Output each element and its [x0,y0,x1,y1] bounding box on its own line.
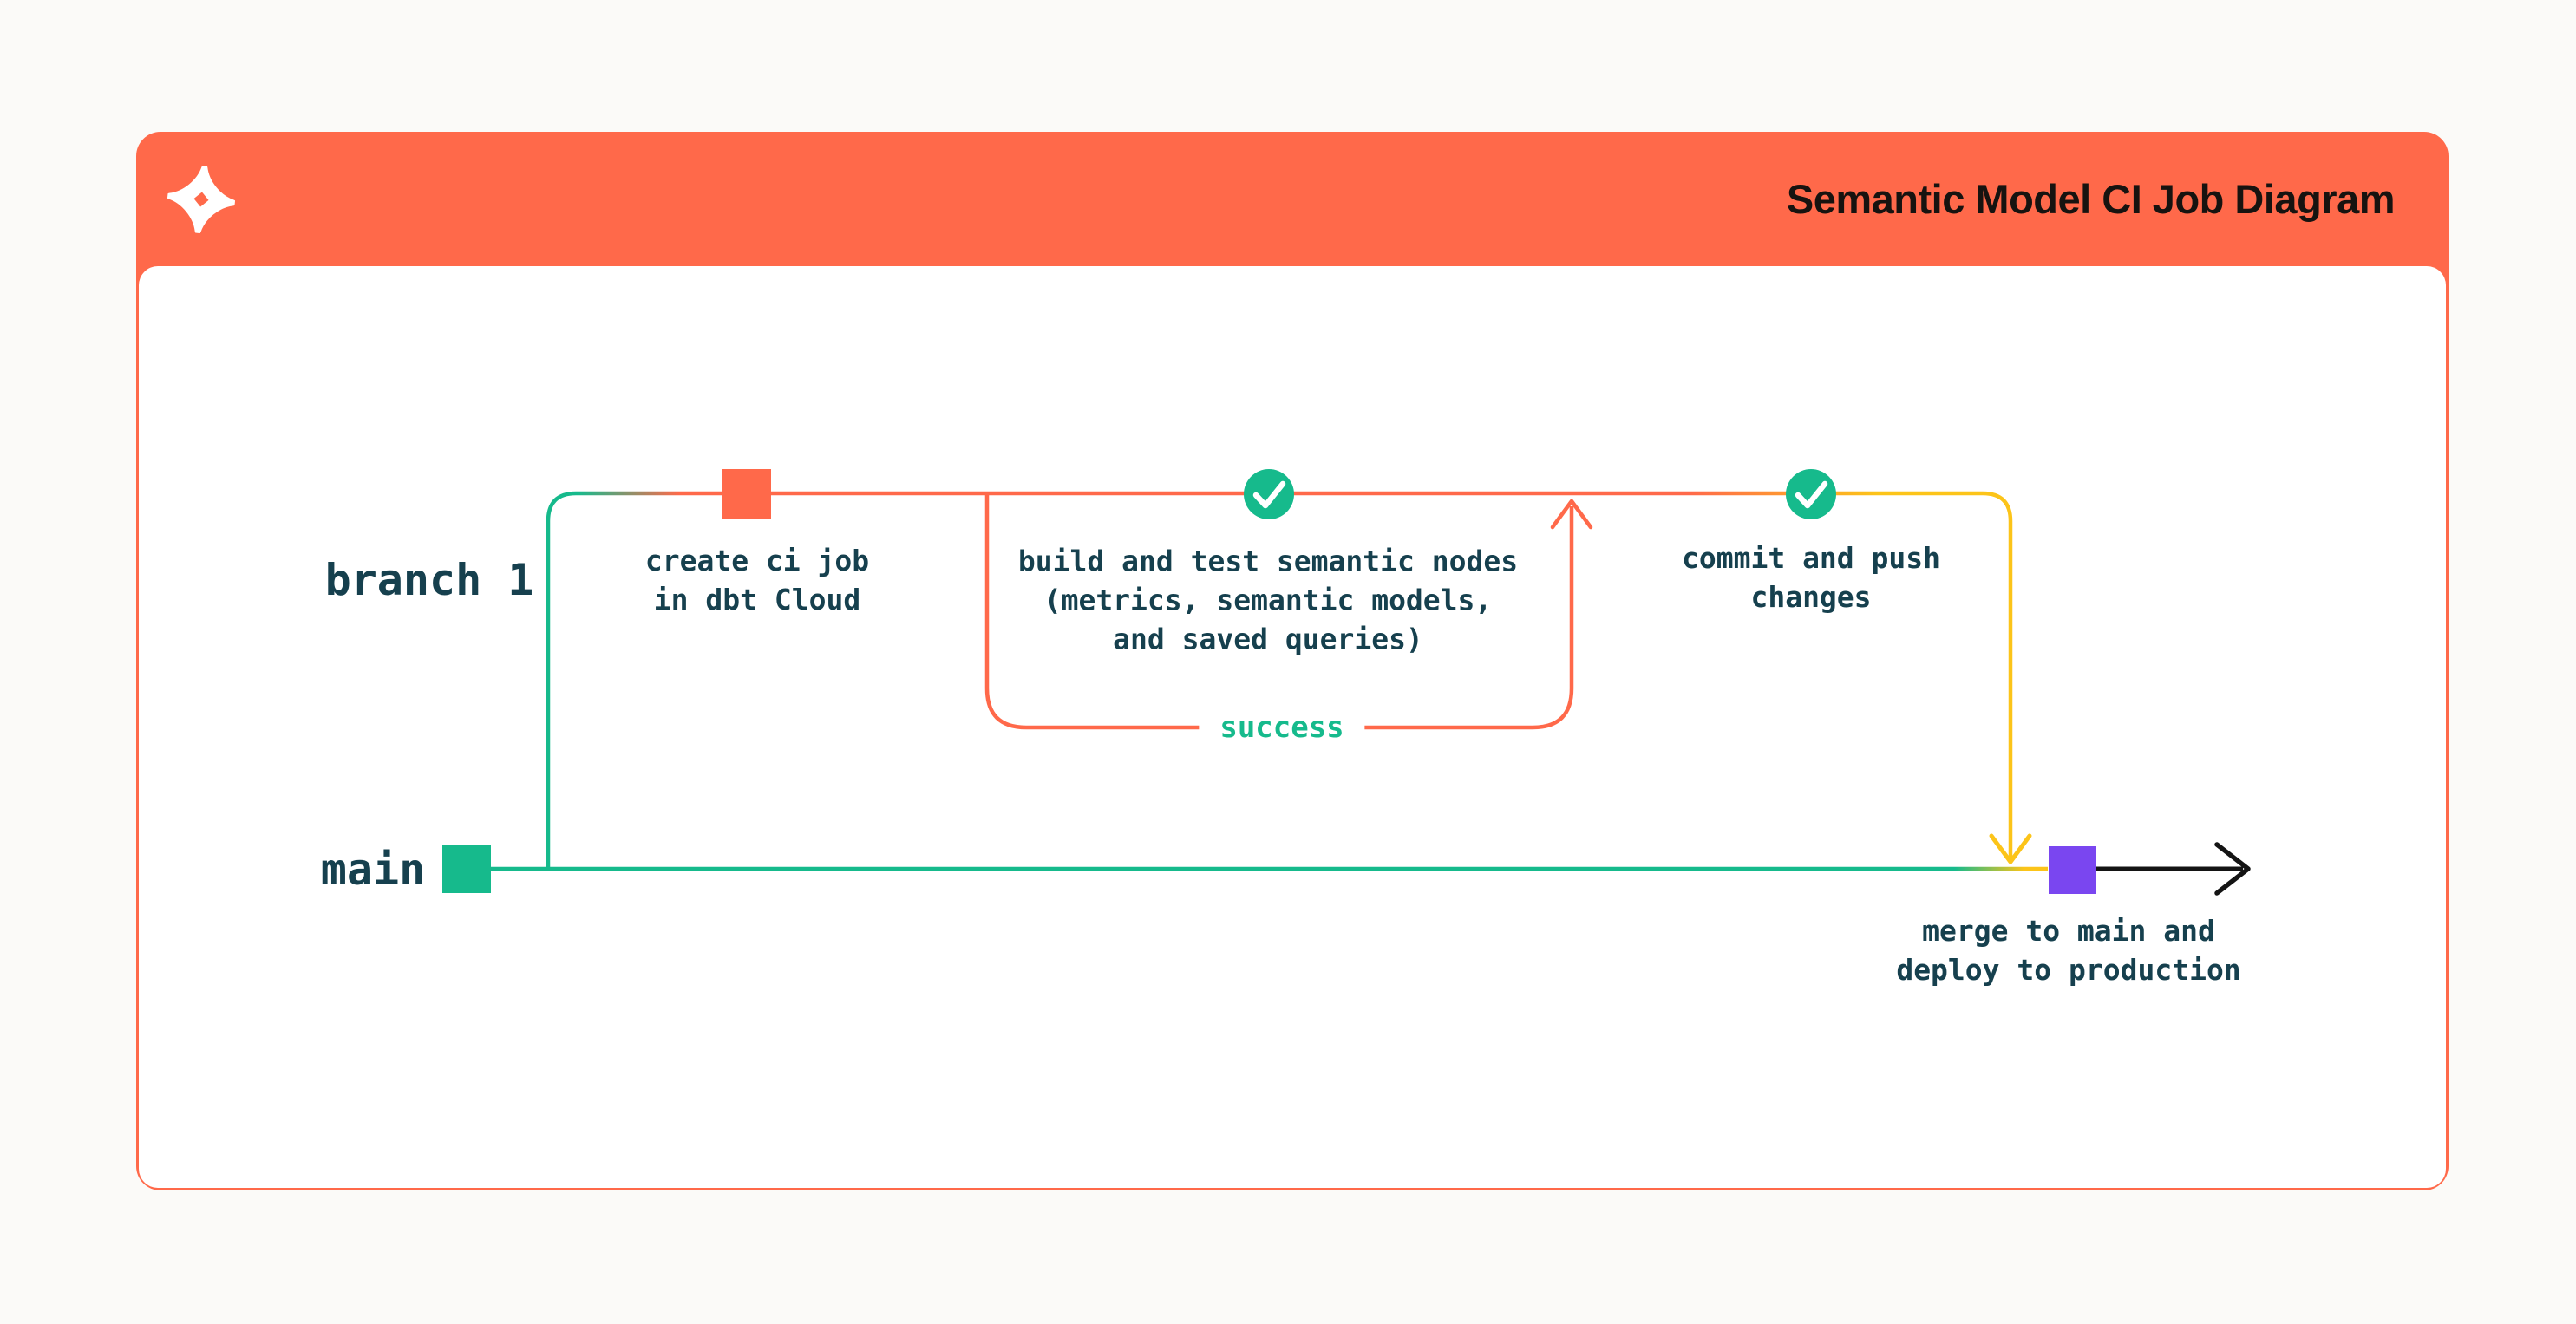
create-ci-job-commit-node [722,469,771,519]
check-circle-commit-push-icon [1786,469,1836,519]
page-title: Semantic Model CI Job Diagram [1786,176,2396,222]
merge-commit-node [2049,846,2096,894]
check-circle-build-test-icon [1244,469,1294,519]
success-loop-label: success [1199,711,1365,744]
step-label-commit-and-push: commit and push changes [1681,541,1941,614]
step-label-merge-and-deploy: merge to main and deploy to production [1896,914,2241,987]
step-label-build-and-test: build and test semantic nodes (metrics, … [1017,544,1519,656]
loop-return-arrow-icon [1550,499,1593,530]
main-label: main [320,845,426,895]
dbt-logo-icon [167,164,236,234]
production-arrow-icon [2214,842,2251,896]
main-commit-node [442,845,491,893]
merge-arrow-icon [1989,833,2032,864]
card-header: Semantic Model CI Job Diagram [136,132,2449,266]
branch-label: branch 1 [324,555,534,605]
step-label-create-ci-job: create ci job in dbt Cloud [644,544,870,616]
